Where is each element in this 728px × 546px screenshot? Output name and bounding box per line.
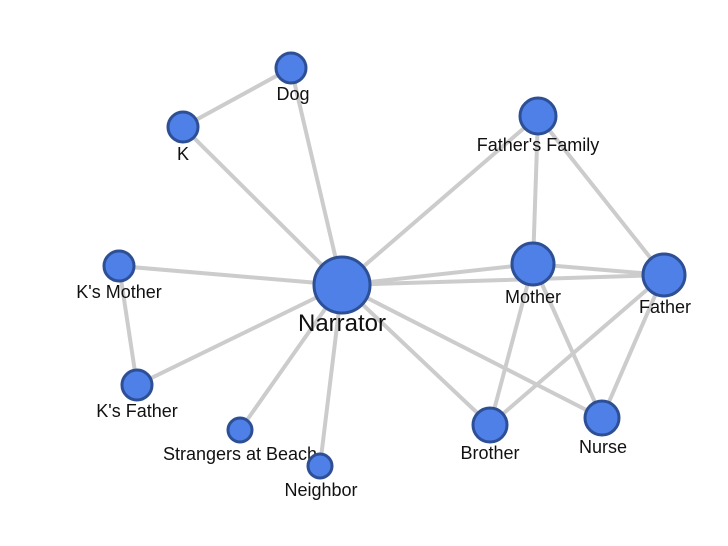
- node-label-fathers-family: Father's Family: [477, 135, 599, 155]
- edge-mother-nurse: [531, 262, 604, 420]
- edge-fathers-family-mother: [531, 114, 540, 266]
- edge-ks-mother-ks-father: [117, 264, 139, 387]
- edge-narrator-fathers-family: [340, 114, 540, 287]
- node-circle-father[interactable]: [641, 252, 687, 298]
- edge-mother-brother: [488, 262, 535, 427]
- node-circle-nurse[interactable]: [583, 399, 621, 437]
- node-label-k: K: [177, 144, 189, 164]
- edge-fathers-family-father: [536, 114, 666, 277]
- node-label-strangers-at-beach: Strangers at Beach: [163, 444, 317, 464]
- node-label-dog: Dog: [276, 84, 309, 104]
- node-circle-fathers-family[interactable]: [518, 96, 558, 136]
- edge-narrator-brother: [340, 283, 492, 427]
- node-ks-father[interactable]: K's Father: [96, 368, 178, 421]
- edge-strangers-at-beach-narrator: [238, 283, 344, 432]
- node-circle-mother[interactable]: [510, 241, 556, 287]
- node-circle-dog[interactable]: [274, 51, 308, 85]
- edge-narrator-nurse: [340, 283, 604, 420]
- node-label-father: Father: [639, 297, 691, 317]
- node-circle-k[interactable]: [166, 110, 200, 144]
- edge-father-nurse: [600, 273, 666, 420]
- edge-ks-father-narrator: [135, 283, 344, 387]
- edge-father-brother: [488, 273, 666, 427]
- node-label-narrator: Narrator: [298, 310, 386, 337]
- node-circle-brother[interactable]: [471, 406, 509, 444]
- edge-k-dog: [181, 66, 293, 129]
- node-mother[interactable]: Mother: [505, 241, 561, 307]
- edge-ks-mother-narrator: [117, 264, 344, 287]
- node-fathers-family[interactable]: Father's Family: [477, 96, 599, 155]
- edge-neighbor-narrator: [318, 283, 344, 468]
- node-neighbor[interactable]: Neighbor: [284, 452, 358, 500]
- edge-k-narrator: [181, 125, 344, 287]
- node-label-mother: Mother: [505, 287, 561, 307]
- node-label-ks-father: K's Father: [96, 401, 177, 421]
- node-circle-ks-mother[interactable]: [102, 249, 136, 283]
- edge-dog-narrator: [289, 66, 344, 287]
- node-strangers-at-beach[interactable]: Strangers at Beach: [163, 416, 317, 464]
- node-label-brother: Brother: [460, 443, 519, 463]
- node-label-ks-mother: K's Mother: [76, 282, 161, 302]
- edge-narrator-mother: [340, 262, 535, 287]
- edge-narrator-father: [340, 273, 666, 287]
- edges-layer: [117, 66, 666, 468]
- node-narrator[interactable]: Narrator: [298, 255, 386, 337]
- node-circle-strangers-at-beach[interactable]: [226, 416, 254, 444]
- node-father[interactable]: Father: [639, 252, 691, 317]
- node-circle-neighbor[interactable]: [306, 452, 334, 480]
- node-label-neighbor: Neighbor: [284, 480, 357, 500]
- node-dog[interactable]: Dog: [274, 51, 310, 104]
- node-circle-ks-father[interactable]: [120, 368, 154, 402]
- node-nurse[interactable]: Nurse: [579, 399, 627, 457]
- node-ks-mother[interactable]: K's Mother: [76, 249, 162, 302]
- node-brother[interactable]: Brother: [460, 406, 520, 463]
- node-k[interactable]: K: [166, 110, 200, 164]
- node-label-nurse: Nurse: [579, 437, 627, 457]
- node-circle-narrator[interactable]: [312, 255, 372, 315]
